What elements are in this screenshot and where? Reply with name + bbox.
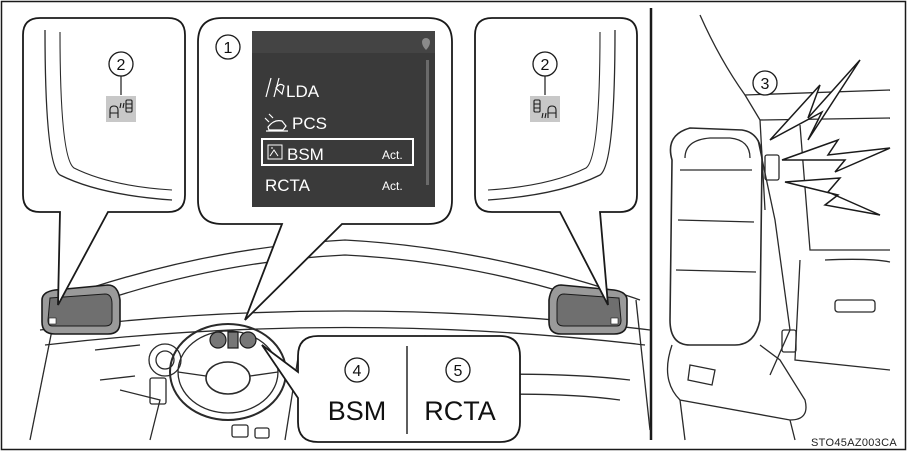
callout-number-2-left: 2 <box>117 57 126 74</box>
callout-number-4: 4 <box>353 363 362 380</box>
switch-panel-callout: 4 BSM 5 RCTA <box>261 335 521 443</box>
lane-departure-icon <box>265 77 285 98</box>
callout-circle-3 <box>752 70 778 96</box>
callout-number-3: 3 <box>761 76 770 93</box>
menu-item-status: Act. <box>382 148 403 162</box>
pre-collision-icon <box>264 113 288 132</box>
menu-item-label: BSM <box>287 145 324 164</box>
figure-code: STO45AZ003CA <box>811 437 897 449</box>
bsm-indicator-icon <box>533 99 557 119</box>
callout-number-5: 5 <box>454 363 463 380</box>
audible-alert-icon <box>769 59 891 216</box>
right-mirror-callout: 2 <box>474 17 638 306</box>
menu-item-bsm[interactable]: BSM Act. <box>261 138 414 166</box>
callout-number-2-right: 2 <box>541 57 550 74</box>
blind-spot-icon <box>267 144 283 160</box>
callout-circle-4 <box>344 357 370 383</box>
switch-buttons <box>209 331 257 349</box>
menu-item-pcs[interactable]: PCS <box>264 113 327 133</box>
callout-number-1: 1 <box>224 40 233 57</box>
interior-illustration <box>666 14 891 441</box>
location-pin-icon <box>422 38 430 50</box>
left-side-mirror <box>41 284 121 335</box>
left-mirror-callout: 2 <box>22 17 186 306</box>
menu-screen <box>252 31 435 207</box>
menu-callout: 1 LDA PCS <box>197 17 453 321</box>
menu-item-status: Act. <box>382 179 403 193</box>
menu-scrollbar <box>426 60 429 185</box>
menu-item-rcta[interactable]: RCTA Act. <box>265 176 403 195</box>
menu-item-label: LDA <box>286 82 320 101</box>
rcta-switch-label: RCTA <box>424 396 496 426</box>
menu-item-label: RCTA <box>265 176 311 195</box>
right-side-mirror <box>548 284 628 335</box>
callout-circle-1 <box>215 34 241 60</box>
menu-item-lda[interactable]: LDA <box>265 77 320 101</box>
bsm-switch-label: BSM <box>328 396 387 426</box>
callout-circle-5 <box>445 357 471 383</box>
bsm-indicator-icon <box>109 99 133 118</box>
menu-item-label: PCS <box>292 114 327 133</box>
menu-selection-box <box>261 138 414 166</box>
